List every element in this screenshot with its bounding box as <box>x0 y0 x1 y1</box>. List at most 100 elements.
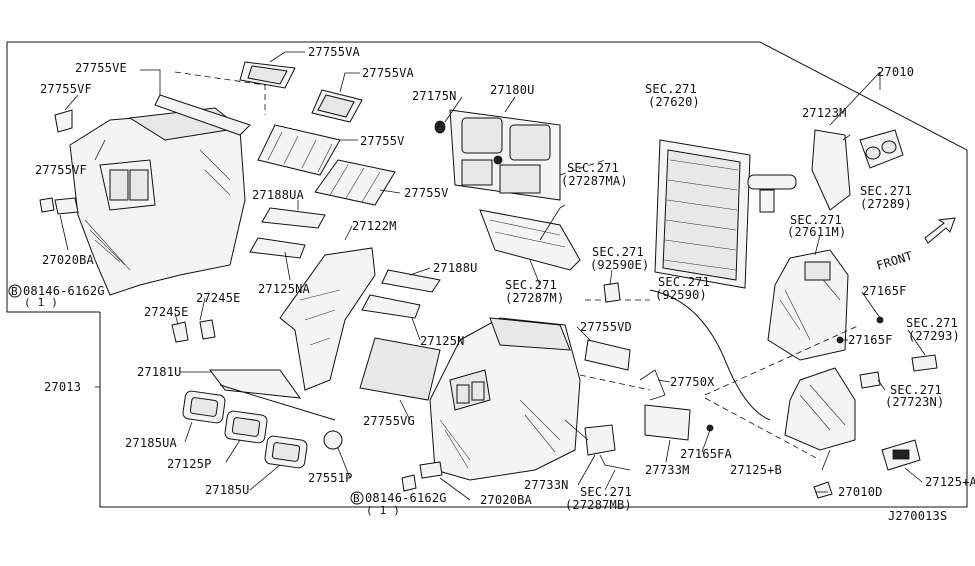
label-sec271-27287MB-a: SEC.271 <box>580 485 632 499</box>
sensor-27293 <box>911 354 938 372</box>
leader-lines <box>59 51 926 501</box>
door-27755VD <box>584 339 631 371</box>
label-27020BA-1: 27020BA <box>42 253 95 267</box>
label-27245E-1: 27245E <box>196 291 241 305</box>
label-sec271-27293-a: SEC.271 <box>906 316 958 330</box>
label-sec271-27287MB-b: (27287MB) <box>565 498 632 512</box>
label-27188UA: 27188UA <box>252 188 305 202</box>
label-27013: 27013 <box>44 380 81 394</box>
door-27125NA <box>249 237 306 259</box>
duct-27287M <box>479 209 581 271</box>
label-27125B: 27125+B <box>730 463 782 477</box>
label-sec271-92590-b: (92590) <box>655 288 707 302</box>
label-sec271-27611M-a: SEC.271 <box>790 213 842 227</box>
label-27755VF-2: 27755VF <box>35 163 87 177</box>
bolt-marker-2: B <box>353 492 360 505</box>
sensor-27723N <box>859 371 881 389</box>
filter-27755VG <box>359 337 441 401</box>
label-27755VE: 27755VE <box>75 61 127 75</box>
label-27245E-2: 27245E <box>144 305 189 319</box>
bolt-callout-2: B 08146-6162G ( 1 ) <box>350 491 447 517</box>
clip-27245E-2 <box>199 319 216 340</box>
label-sec271-27287M-a: SEC.271 <box>505 278 557 292</box>
label-27125NA: 27125NA <box>258 282 311 296</box>
part-27551P <box>323 430 343 450</box>
label-27122M: 27122M <box>352 219 397 233</box>
label-sec271-27287MA-b: (27287MA) <box>561 174 628 188</box>
label-27755VA-1: 27755VA <box>308 45 361 59</box>
label-27181U: 27181U <box>137 365 182 379</box>
label-bolt2-part: 08146-6162G <box>365 491 447 505</box>
evap-case-27611M <box>767 249 849 361</box>
label-sec271-27293-b: (27293) <box>908 329 960 343</box>
label-27180U: 27180U <box>490 83 535 97</box>
clip-27245E-1 <box>171 321 189 343</box>
door-27125N <box>361 294 421 319</box>
filter-frame-27755VA-1 <box>239 61 296 89</box>
bracket-27123M <box>811 129 851 211</box>
seal-27289 <box>859 129 904 169</box>
bolt-bottom <box>401 474 417 492</box>
bolt-left <box>39 197 55 213</box>
heater-unit-main <box>429 317 581 481</box>
label-sec271-27723N-b: (27723N) <box>885 395 944 409</box>
grille-27125A <box>881 439 921 471</box>
label-27755VA-2: 27755VA <box>362 66 415 80</box>
label-27165FA: 27165FA <box>680 447 733 461</box>
label-27755VF-1: 27755VF <box>40 82 92 96</box>
label-27185U: 27185U <box>205 483 250 497</box>
lower-case-27125B <box>784 367 856 451</box>
label-27755VD: 27755VD <box>580 320 632 334</box>
bolt-callout-1: B 08146-6162G ( 1 ) <box>8 284 105 309</box>
label-27175N: 27175N <box>412 89 457 103</box>
actuator-27733N <box>584 424 616 456</box>
label-27125P: 27125P <box>167 457 212 471</box>
knob-27175N <box>434 120 446 134</box>
bracket-27020BA-bottom <box>419 461 443 479</box>
actuator-27733M <box>644 404 691 441</box>
label-bolt1-part: 08146-6162G <box>23 284 105 298</box>
filter-27755V-2 <box>314 159 396 206</box>
damper-27125P <box>224 410 268 444</box>
label-27020BA-2: 27020BA <box>480 493 533 507</box>
label-27750X: 27750X <box>670 375 715 389</box>
label-sec271-92590E-a: SEC.271 <box>592 245 644 259</box>
grille-27180U <box>449 109 561 201</box>
door-27188U <box>381 269 441 293</box>
label-sec271-27289-a: SEC.271 <box>860 184 912 198</box>
label-sec271-27287M-b: (27287M) <box>505 291 564 305</box>
label-sec271-27289-b: (27289) <box>860 197 912 211</box>
filter-frame-27755VA-2 <box>311 89 363 123</box>
label-sec271-27620-a: SEC.271 <box>645 82 697 96</box>
label-27125N: 27125N <box>420 334 465 348</box>
label-27010: 27010 <box>877 65 914 79</box>
label-sec271-27611M-b: (27611M) <box>787 225 846 239</box>
label-27188U: 27188U <box>433 261 478 275</box>
shaft-27181U <box>209 369 302 399</box>
label-sec271-92590E-b: (92590E) <box>590 258 649 272</box>
label-sec271-27620-b: (27620) <box>648 95 700 109</box>
pipe-92590 <box>649 289 771 421</box>
door-27188UA <box>261 207 326 229</box>
label-27125A: 27125+A <box>925 475 975 489</box>
seal-27755VE <box>154 94 251 136</box>
label-bolt2-qty: ( 1 ) <box>366 504 400 517</box>
label-27733N: 27733N <box>524 478 569 492</box>
label-27185UA: 27185UA <box>125 436 178 450</box>
label-27755VG: 27755VG <box>363 414 415 428</box>
label-front: FRONT <box>875 249 915 273</box>
label-27165F-1: 27165F <box>862 284 907 298</box>
screw-27165F-1 <box>876 316 884 324</box>
filter-27755VF <box>54 109 73 133</box>
filter-27755V-1 <box>257 124 341 176</box>
label-27123M: 27123M <box>802 106 847 120</box>
evaporator-27620 <box>654 139 797 289</box>
label-bolt1-qty: ( 1 ) <box>24 296 58 309</box>
label-27733M: 27733M <box>645 463 690 477</box>
label-sec271-27287MA-a: SEC.271 <box>567 161 619 175</box>
label-sec271-92590-a: SEC.271 <box>658 275 710 289</box>
clip-92590E <box>603 282 621 303</box>
label-27551P: 27551P <box>308 471 353 485</box>
